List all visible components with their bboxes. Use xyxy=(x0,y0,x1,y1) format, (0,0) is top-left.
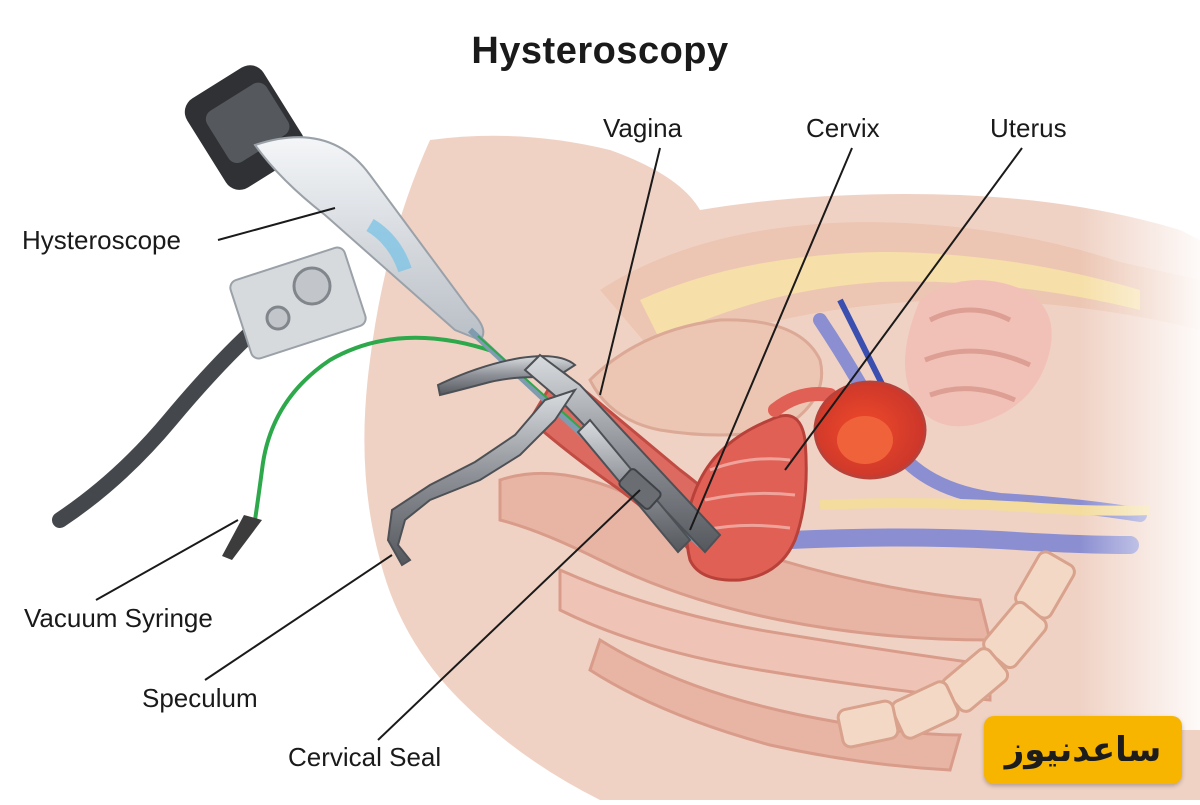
fallopian-tube xyxy=(768,387,837,417)
vacuum-syringe-tube xyxy=(253,335,496,521)
label-uterus: Uterus xyxy=(990,113,1067,143)
label-hysteroscope: Hysteroscope xyxy=(22,225,181,255)
spine xyxy=(836,550,1076,749)
tissue-layer-upper-inner xyxy=(640,252,1140,340)
label-speculum: Speculum xyxy=(142,683,258,713)
page-title: Hysteroscopy xyxy=(471,30,729,72)
watermark-logo: ساعدنیوز xyxy=(984,716,1182,784)
label-vacuum-syringe: Vacuum Syringe xyxy=(24,603,213,633)
label-vagina: Vagina xyxy=(603,113,683,143)
hysteroscope-cable xyxy=(52,312,273,528)
leader-speculum xyxy=(204,554,393,681)
leader-hysteroscope xyxy=(217,207,336,241)
leader-cervical-seal xyxy=(377,489,641,741)
leader-vagina xyxy=(599,147,661,396)
label-cervix: Cervix xyxy=(806,113,880,143)
vacuum-syringe xyxy=(222,515,262,560)
leader-uterus xyxy=(784,147,1023,471)
leader-lines xyxy=(95,147,1023,741)
hysteroscope-control-box xyxy=(229,246,367,360)
leader-cervix xyxy=(689,147,853,531)
hysteroscope-body xyxy=(253,136,485,342)
leader-vacuum-syringe xyxy=(95,519,239,601)
label-cervical-seal: Cervical Seal xyxy=(288,742,442,772)
